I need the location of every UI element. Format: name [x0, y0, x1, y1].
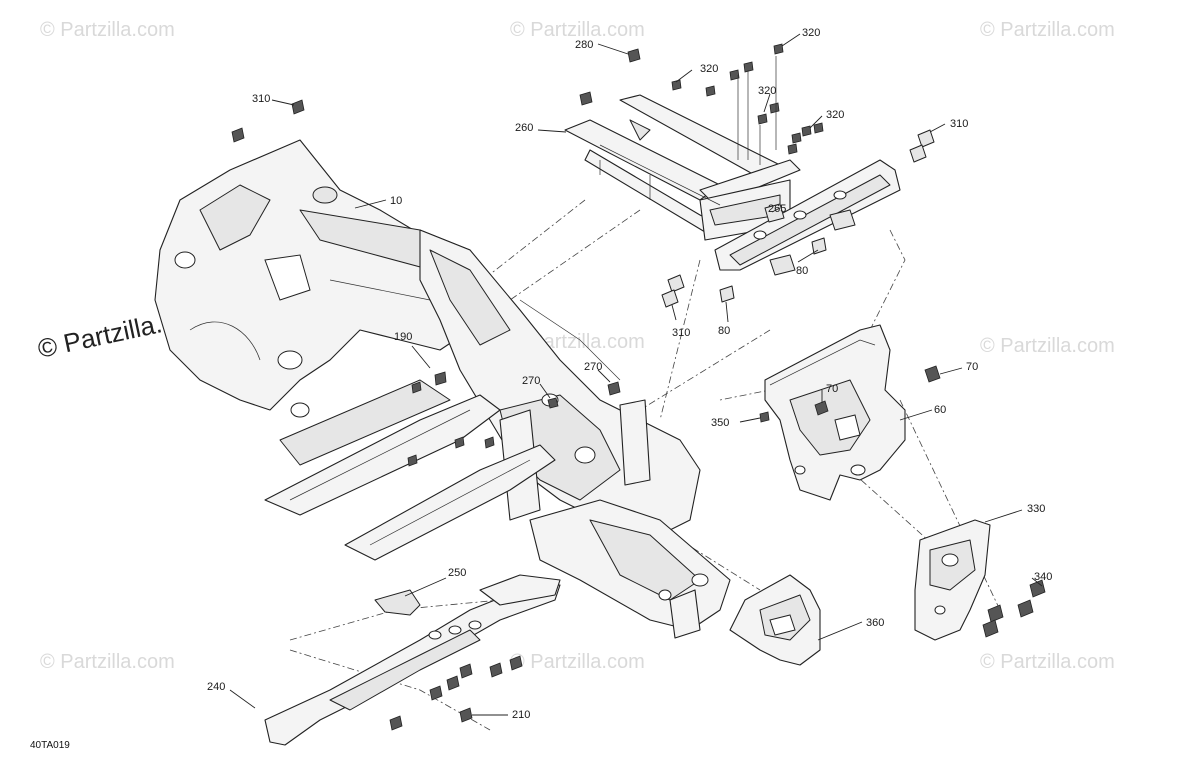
- callout-270: 270: [522, 375, 540, 387]
- callout-labels: 280 320 320 320 320 310 310 310 260 10 2…: [207, 27, 1052, 721]
- callout-280: 280: [575, 39, 593, 51]
- bushing-310-right-a: [917, 129, 935, 148]
- watermark: © Partzilla.com: [40, 19, 175, 41]
- bracket-60: [759, 324, 941, 501]
- nut-270-left: [547, 397, 559, 409]
- leader-lines: [229, 33, 1043, 716]
- callout-210: 210: [512, 709, 530, 721]
- callout-80: 80: [718, 325, 730, 337]
- callout-350: 350: [711, 417, 729, 429]
- watermark: © Partzilla.com: [980, 19, 1115, 41]
- watermark: © Partzilla.com: [980, 651, 1115, 673]
- nut-frame-left: [231, 127, 245, 143]
- nut-310-left: [291, 99, 305, 115]
- callout-70: 70: [826, 383, 838, 395]
- callout-70: 70: [966, 361, 978, 373]
- watermark: © Partzilla.com: [510, 651, 645, 673]
- callout-320: 320: [826, 109, 844, 121]
- callout-330: 330: [1027, 503, 1045, 515]
- callout-270: 270: [584, 361, 602, 373]
- callout-190: 190: [394, 331, 412, 343]
- callout-240: 240: [207, 681, 225, 693]
- callout-310: 310: [252, 93, 270, 105]
- callout-80: 80: [796, 265, 808, 277]
- bushing-310-lower: [667, 274, 685, 293]
- bracket-250: [374, 589, 421, 616]
- callout-260: 260: [515, 122, 533, 134]
- bolt-70-upper: [924, 365, 941, 383]
- callout-10: 10: [390, 195, 402, 207]
- bushing-310-lower-b: [661, 289, 679, 308]
- diagram-code: 40TA019: [30, 740, 70, 751]
- callout-310: 310: [950, 118, 968, 130]
- callout-340: 340: [1034, 571, 1052, 583]
- watermark: © Partzilla.com: [510, 19, 645, 41]
- watermark: © Partzilla.com: [40, 651, 175, 673]
- main-frame: [154, 99, 731, 639]
- nut-270-right: [607, 381, 621, 396]
- bushing-80-a: [811, 237, 827, 255]
- callout-320: 320: [758, 85, 776, 97]
- hitch-360: [729, 574, 821, 666]
- callout-250: 250: [448, 567, 466, 579]
- callout-360: 360: [866, 617, 884, 629]
- bushing-80-b: [719, 285, 735, 303]
- bushing-310-right-b: [909, 144, 927, 163]
- callout-60: 60: [934, 404, 946, 416]
- plate-330: [914, 519, 1046, 641]
- nut-350: [759, 411, 770, 423]
- callout-265: 265: [768, 203, 786, 215]
- bolt-190-group: [407, 371, 495, 467]
- callout-310: 310: [672, 327, 690, 339]
- watermark: © Partzilla.com: [980, 335, 1115, 357]
- callout-320: 320: [802, 27, 820, 39]
- rear-subframe: [564, 43, 935, 308]
- lower-arm-240: [264, 574, 561, 746]
- callout-320: 320: [700, 63, 718, 75]
